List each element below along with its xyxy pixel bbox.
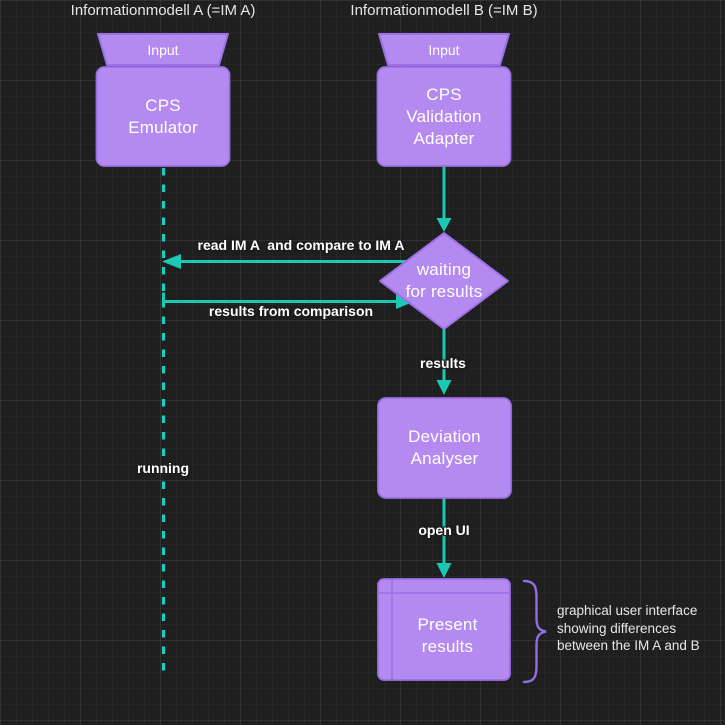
annotation-brace xyxy=(522,579,547,684)
node-present-results xyxy=(377,578,511,681)
node-waiting-for-results xyxy=(379,232,509,330)
edge-results-from-comparison xyxy=(162,292,398,303)
node-cps-emulator xyxy=(95,66,231,167)
node-input-b xyxy=(378,33,510,66)
arrowhead-down-to-deviation xyxy=(436,380,452,395)
node-deviation-analyser xyxy=(377,397,512,499)
arrowhead-right-results-from-comparison xyxy=(396,294,414,309)
arrowhead-left-read-compare xyxy=(162,254,181,269)
node-cps-validation-adapter xyxy=(376,66,512,167)
node-input-a xyxy=(97,33,229,66)
arrowhead-down-to-present xyxy=(436,563,452,578)
arrowhead-down-to-waiting xyxy=(436,218,452,232)
